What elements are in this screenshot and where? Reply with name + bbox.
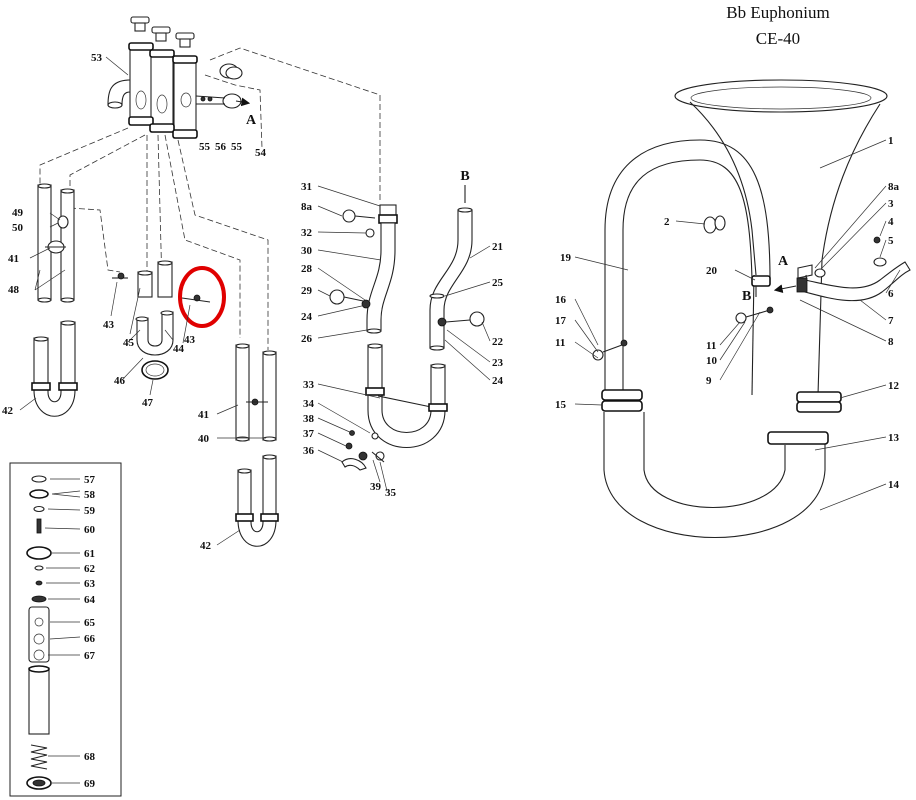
label-32: 32 xyxy=(301,227,313,239)
label-43-a: 43 xyxy=(103,319,115,331)
label-38: 38 xyxy=(303,413,315,425)
label-48: 48 xyxy=(8,284,20,296)
label-67: 67 xyxy=(84,650,96,662)
valve-block-assembly xyxy=(107,16,251,139)
valve-slide-tubes-middle xyxy=(235,343,277,442)
label-14: 14 xyxy=(888,479,900,491)
valve-slide-tubes-left xyxy=(37,183,75,303)
label-1: 1 xyxy=(888,135,894,147)
label-15: 15 xyxy=(555,399,567,411)
label-8: 8 xyxy=(888,336,894,348)
label-69: 69 xyxy=(84,778,96,790)
diagram-title: Bb Euphonium CE-40 xyxy=(726,3,829,48)
label-8a-center: 8a xyxy=(301,201,313,213)
label-50: 50 xyxy=(12,222,24,234)
u-slide-33 xyxy=(365,343,448,449)
euphonium-body xyxy=(592,79,911,539)
small-parts-34-39 xyxy=(341,430,385,471)
label-54: 54 xyxy=(255,147,267,159)
label-25: 25 xyxy=(492,277,504,289)
label-9: 9 xyxy=(706,375,712,387)
label-13: 13 xyxy=(888,432,900,444)
label-39: 39 xyxy=(370,481,382,493)
u-bow-42-left xyxy=(31,320,78,417)
letter-a-right: A xyxy=(778,254,789,269)
label-11-right: 11 xyxy=(706,340,716,352)
label-45: 45 xyxy=(123,337,135,349)
label-60: 60 xyxy=(84,524,96,536)
letter-b-right: B xyxy=(742,289,751,304)
label-59: 59 xyxy=(84,505,96,517)
label-61: 61 xyxy=(84,548,95,560)
label-49: 49 xyxy=(12,207,24,219)
dashed-guide-lines xyxy=(39,47,381,350)
label-12: 12 xyxy=(888,380,900,392)
label-41-b: 41 xyxy=(198,409,209,421)
label-68: 68 xyxy=(84,751,96,763)
label-leader-lines xyxy=(19,56,901,546)
label-17: 17 xyxy=(555,315,567,327)
label-55-b: 55 xyxy=(231,141,243,153)
part-number-labels: 53 56 55 55 54 49 50 41 48 42 43 45 44 4… xyxy=(2,52,900,790)
label-43-b: 43 xyxy=(184,334,196,346)
label-37: 37 xyxy=(303,428,315,440)
label-46: 46 xyxy=(114,375,126,387)
label-33: 33 xyxy=(303,379,315,391)
title-line-2: CE-40 xyxy=(756,29,800,48)
label-35: 35 xyxy=(385,487,397,499)
label-19: 19 xyxy=(560,252,572,264)
label-64: 64 xyxy=(84,594,96,606)
label-22: 22 xyxy=(492,336,504,348)
letter-a-top: A xyxy=(246,113,257,128)
label-58: 58 xyxy=(84,489,96,501)
label-10: 10 xyxy=(706,355,718,367)
label-65: 65 xyxy=(84,617,96,629)
label-11-left: 11 xyxy=(555,337,565,349)
label-42-b: 42 xyxy=(200,540,212,552)
title-line-1: Bb Euphonium xyxy=(726,3,829,22)
label-6: 6 xyxy=(888,288,894,300)
label-34: 34 xyxy=(303,398,315,410)
label-21: 21 xyxy=(492,241,503,253)
label-56: 56 xyxy=(215,141,227,153)
label-24-a: 24 xyxy=(301,311,313,323)
label-31: 31 xyxy=(301,181,312,193)
u-bow-42-middle xyxy=(235,454,279,547)
label-42-a: 42 xyxy=(2,405,14,417)
label-2: 2 xyxy=(664,216,670,228)
slide-21-assembly: B xyxy=(429,169,485,351)
label-40: 40 xyxy=(198,433,210,445)
label-20: 20 xyxy=(706,265,718,277)
label-53: 53 xyxy=(91,52,103,64)
label-41-a: 41 xyxy=(8,253,19,265)
tuning-slide-center xyxy=(329,204,398,334)
slide-assembly-middle xyxy=(112,260,226,380)
label-62: 62 xyxy=(84,563,96,575)
label-30: 30 xyxy=(301,245,313,257)
label-66: 66 xyxy=(84,633,96,645)
label-8a-right: 8a xyxy=(888,181,900,193)
label-5: 5 xyxy=(888,235,894,247)
label-23: 23 xyxy=(492,357,504,369)
label-55-a: 55 xyxy=(199,141,211,153)
label-36: 36 xyxy=(303,445,315,457)
label-16: 16 xyxy=(555,294,567,306)
valve-parts-box xyxy=(9,462,122,797)
highlight-circle-part-43 xyxy=(178,266,226,328)
label-57: 57 xyxy=(84,474,96,486)
label-26: 26 xyxy=(301,333,313,345)
label-3: 3 xyxy=(888,198,894,210)
label-28: 28 xyxy=(301,263,313,275)
letter-b-top: B xyxy=(460,169,469,184)
label-63: 63 xyxy=(84,578,96,590)
label-44: 44 xyxy=(173,343,185,355)
label-7: 7 xyxy=(888,315,894,327)
label-47: 47 xyxy=(142,397,154,409)
label-29: 29 xyxy=(301,285,313,297)
label-24-b: 24 xyxy=(492,375,504,387)
label-4: 4 xyxy=(888,216,894,228)
